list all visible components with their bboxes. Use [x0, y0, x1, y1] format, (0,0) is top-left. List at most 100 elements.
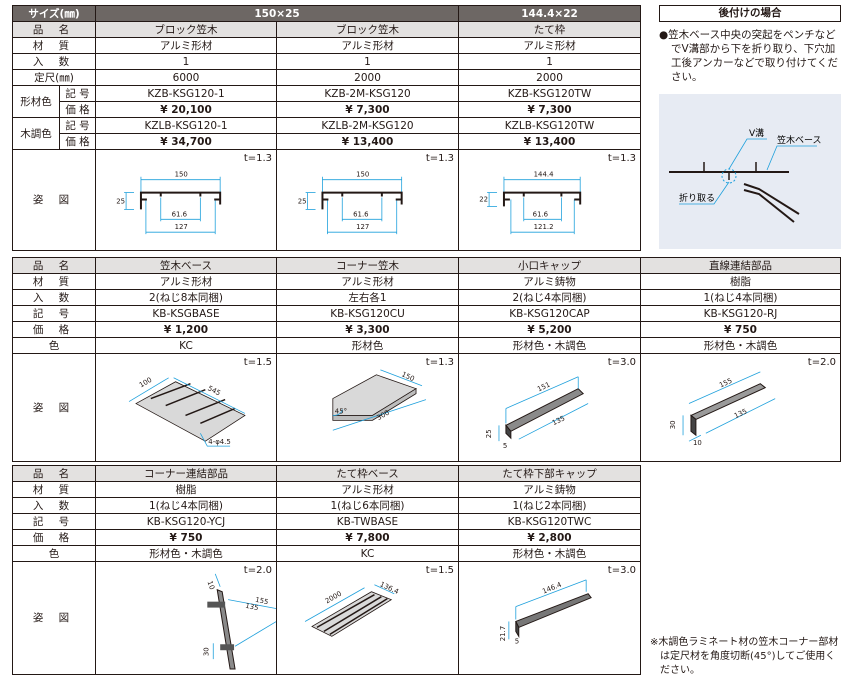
svg-text:10: 10	[693, 439, 702, 447]
svg-text:135: 135	[245, 602, 260, 613]
svg-text:136.4: 136.4	[379, 580, 401, 596]
material: アルミ形材	[458, 37, 642, 54]
thickness-label: t=1.5	[425, 565, 454, 576]
quantity: 1(ねじ6本同梱)	[276, 497, 459, 514]
product-name: たて枠ベース	[276, 465, 459, 482]
kc-code: KZB-KSG120TW	[458, 85, 642, 102]
wood-price: ¥ 13,400	[276, 133, 460, 150]
code: KB-KSG120TWC	[458, 513, 641, 530]
svg-text:4-φ4.5: 4-φ4.5	[208, 438, 230, 446]
thickness-label: t=3.0	[607, 565, 636, 576]
material: アルミ鋳物	[458, 481, 641, 498]
drawing-corner-joint: t=2.0 10 155 135 30	[95, 561, 277, 675]
thickness-label: t=2.0	[243, 565, 272, 576]
svg-text:61.6: 61.6	[172, 210, 187, 218]
thickness-label: t=1.3	[425, 357, 454, 368]
coping-base-icon: 100 545 4-φ4.5	[128, 376, 246, 447]
length: 2000	[276, 69, 460, 86]
profile-drawing-150x25-6000: t=1.3 150 25 61.6 127	[95, 149, 278, 251]
product-name: 笠木ベース	[95, 257, 277, 274]
price: ¥ 750	[640, 321, 841, 338]
frame-base-icon: 2000 136.4	[304, 580, 401, 637]
profile-drawing-144x22: t=1.3 144.4 22 61.6 121.2	[458, 149, 642, 251]
color: 形材色・木調色	[640, 337, 841, 354]
row-label-name: 品 名	[11, 21, 97, 38]
price: ¥ 7,800	[276, 529, 459, 546]
svg-text:121.2: 121.2	[534, 223, 554, 231]
accessories-spec-table-2: 品 名 コーナー連結部品 たて枠ベース たて枠下部キャップ 材 質 樹脂 アルミ…	[12, 465, 641, 675]
kc-code: KZB-KSG120-1	[95, 85, 278, 102]
svg-text:30: 30	[202, 647, 210, 656]
coping-profile-icon: 150 25 61.6 127	[298, 171, 403, 235]
row-label-material: 材 質	[11, 37, 97, 54]
thickness-label: t=2.0	[807, 357, 836, 368]
svg-text:61.6: 61.6	[533, 210, 548, 218]
code: KB-TWBASE	[276, 513, 459, 530]
color: 形材色・木調色	[95, 545, 277, 562]
frame-profile-icon: 144.4 22 61.6 121.2	[479, 171, 582, 235]
row-label-price: 価 格	[12, 321, 96, 338]
row-label-figure: 姿 図	[11, 149, 97, 251]
color: 形材色・木調色	[458, 337, 641, 354]
material: アルミ形材	[276, 273, 459, 290]
drawing-straight-joint: t=2.0 155 135 30 10	[640, 353, 841, 462]
svg-text:25: 25	[485, 429, 493, 438]
footnote: ※木調色ラミネート材の笠木コーナー部材は定尺材を角度切断(45°)してご使用くだ…	[650, 637, 839, 676]
price: ¥ 5,200	[458, 321, 641, 338]
code: KB-KSG120CAP	[458, 305, 641, 322]
svg-text:21.7: 21.7	[499, 626, 507, 641]
row-label-color: 色	[12, 545, 96, 562]
row-label-quantity: 入 数	[11, 53, 97, 70]
svg-text:25: 25	[116, 197, 125, 205]
row-label-code: 記 号	[58, 85, 97, 102]
color: 形材色	[276, 337, 459, 354]
code: KB-KSG120CU	[276, 305, 459, 322]
row-label-price: 価 格	[58, 101, 97, 118]
row-label-figure: 姿 図	[12, 353, 96, 462]
color: 形材色・木調色	[458, 545, 641, 562]
row-label-quantity: 入 数	[12, 289, 96, 306]
quantity: 1(ねじ2本同梱)	[458, 497, 641, 514]
row-label-material: 材 質	[12, 273, 96, 290]
product-name: 小口キャップ	[458, 257, 641, 274]
size-label: サイズ(㎜)	[11, 5, 97, 22]
drawing-coping-base: t=1.5 100 545 4-φ4.5	[95, 353, 277, 462]
material: アルミ形材	[95, 273, 277, 290]
end-cap-icon: 151 135 25 5	[485, 376, 589, 450]
svg-text:100: 100	[138, 376, 153, 390]
base-label: 笠木ベース	[777, 134, 822, 146]
svg-text:155: 155	[254, 596, 269, 607]
thickness-label: t=1.3	[243, 153, 273, 164]
svg-text:150: 150	[400, 370, 415, 383]
price: ¥ 750	[95, 529, 277, 546]
row-label-figure: 姿 図	[12, 561, 96, 675]
pliers-break-off-icon: V溝 笠木ベース 折り取る	[669, 127, 822, 223]
row-label-quantity: 入 数	[12, 497, 96, 514]
retrofit-instructions: ●笠木ベース中央の突起をペンチなどでV溝部から下を折り取り、下穴加工後アンカーな…	[659, 29, 839, 83]
v-groove-label: V溝	[749, 127, 764, 139]
material: アルミ鋳物	[458, 273, 641, 290]
product-name: ブロック笠木	[95, 21, 278, 38]
svg-text:150: 150	[356, 171, 369, 179]
quantity: 1	[458, 53, 642, 70]
row-label-length: 定尺(㎜)	[11, 69, 97, 86]
material: 樹脂	[95, 481, 277, 498]
svg-text:144.4: 144.4	[534, 171, 554, 179]
group-label-wood: 木調色	[12, 117, 60, 150]
row-label-name: 品 名	[12, 465, 96, 482]
retrofit-figure: V溝 笠木ベース 折り取る	[659, 94, 841, 249]
svg-text:2000: 2000	[324, 590, 343, 606]
svg-text:135: 135	[733, 407, 748, 420]
material: アルミ形材	[95, 37, 278, 54]
product-name: コーナー連結部品	[95, 465, 277, 482]
row-label-price: 価 格	[58, 133, 97, 150]
corner-joint-icon: 10 155 135 30	[202, 573, 276, 670]
quantity: 1	[95, 53, 278, 70]
drawing-frame-bottom-cap: t=3.0 146.4 21.7 5	[458, 561, 641, 675]
svg-text:146.4: 146.4	[541, 581, 563, 596]
row-label-color: 色	[12, 337, 96, 354]
price: ¥ 1,200	[95, 321, 277, 338]
wood-code: KZLB-2M-KSG120	[276, 117, 460, 134]
svg-text:10: 10	[205, 580, 216, 591]
retrofit-title: 後付けの場合	[659, 5, 841, 22]
